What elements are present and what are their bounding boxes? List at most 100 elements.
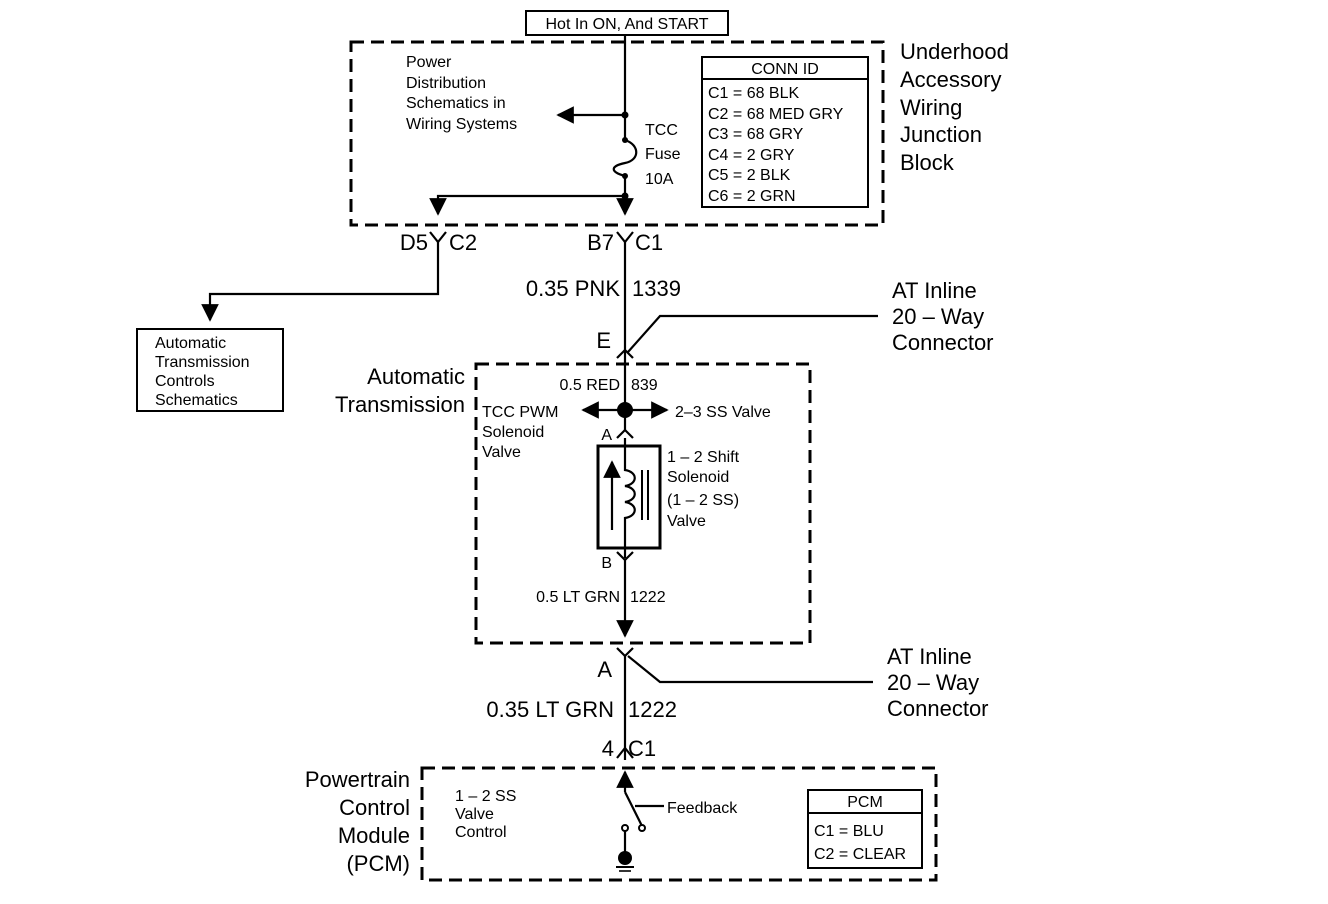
svg-text:C6 = 2 GRN: C6 = 2 GRN <box>708 188 796 205</box>
svg-text:Schematics in: Schematics in <box>406 95 506 112</box>
b7-connector-icon <box>616 231 634 244</box>
svg-text:Power: Power <box>406 54 452 71</box>
svg-text:Junction: Junction <box>900 122 982 147</box>
tcc-pwm-label: TCC PWM Solenoid Valve <box>482 404 558 461</box>
inline-connector-bottom-leader <box>627 655 873 684</box>
transmission-name: Automatic Transmission <box>335 364 465 417</box>
svg-text:20 – Way: 20 – Way <box>887 670 979 695</box>
svg-text:1 – 2 SS: 1 – 2 SS <box>455 788 516 805</box>
svg-text:TCC: TCC <box>645 122 678 139</box>
fuse-terminal-icon <box>622 137 628 143</box>
svg-text:Valve: Valve <box>455 806 494 823</box>
svg-text:Automatic: Automatic <box>155 335 226 352</box>
pcm-name: Powertrain Control Module (PCM) <box>305 767 410 876</box>
solenoid-coil-icon <box>623 438 636 558</box>
solenoid-box <box>596 444 662 550</box>
svg-text:(1 – 2 SS): (1 – 2 SS) <box>667 492 739 509</box>
svg-text:Control: Control <box>339 795 410 820</box>
pcm-outline <box>420 766 938 882</box>
svg-text:Connector: Connector <box>887 696 989 721</box>
svg-text:Block: Block <box>900 150 955 175</box>
ltgrn-outer-circuit: 1222 <box>628 697 677 722</box>
pnk-gauge: 0.35 PNK <box>526 276 620 301</box>
red-circuit: 839 <box>631 377 658 394</box>
svg-text:Valve: Valve <box>667 513 706 530</box>
a-sol-label: A <box>601 427 612 444</box>
svg-text:Solenoid: Solenoid <box>482 424 544 441</box>
svg-text:C2 = 68 MED GRY: C2 = 68 MED GRY <box>708 106 844 123</box>
fuse-terminal-icon <box>622 173 628 179</box>
svg-text:Distribution: Distribution <box>406 75 486 92</box>
svg-text:Connector: Connector <box>892 330 994 355</box>
pcm-table-row: C2 = CLEAR <box>814 846 906 863</box>
ground-icon <box>618 851 632 865</box>
svg-text:C4 = 2 GRY: C4 = 2 GRY <box>708 147 795 164</box>
switch-contact-icon <box>621 824 629 832</box>
b7-label: B7 <box>587 230 614 255</box>
pcm-table <box>807 789 923 869</box>
ats-schematics-label: Automatic Transmission Controls Schemati… <box>155 335 250 409</box>
svg-text:TCC PWM: TCC PWM <box>482 404 558 421</box>
svg-text:AT Inline: AT Inline <box>892 278 977 303</box>
c1-top-label: C1 <box>635 230 663 255</box>
junction-block-outline <box>349 40 885 227</box>
inline-connector-a-icon <box>616 647 634 658</box>
solenoid-label: 1 – 2 Shift Solenoid (1 – 2 SS) Valve <box>667 449 740 530</box>
inline-connector-top-leader <box>627 314 878 353</box>
pcm-table-header: PCM <box>847 794 883 811</box>
d5-label: D5 <box>400 230 428 255</box>
svg-text:1 – 2 Shift: 1 – 2 Shift <box>667 449 740 466</box>
c2-label: C2 <box>449 230 477 255</box>
svg-text:C5 = 2 BLK: C5 = 2 BLK <box>708 167 791 184</box>
feedback-label: Feedback <box>667 800 738 817</box>
conn-id-table <box>701 56 869 208</box>
hot-label: Hot In ON, And START <box>545 16 708 33</box>
hot-label-box <box>525 10 729 36</box>
d5-connector-icon <box>429 231 447 244</box>
svg-text:Schematics: Schematics <box>155 392 238 409</box>
pcm-table-row: C1 = BLU <box>814 823 884 840</box>
svg-text:Wiring Systems: Wiring Systems <box>406 116 517 133</box>
svg-text:Accessory: Accessory <box>900 67 1001 92</box>
ltgrn-outer-gauge: 0.35 LT GRN <box>486 697 614 722</box>
conn-id-header: CONN ID <box>751 61 819 78</box>
svg-text:Solenoid: Solenoid <box>667 469 729 486</box>
fuse-icon <box>612 115 638 205</box>
svg-text:Valve: Valve <box>482 444 521 461</box>
inline-connector-top-label: AT Inline 20 – Way Connector <box>892 278 994 355</box>
power-distribution-ref: Power Distribution Schematics in Wiring … <box>406 54 517 133</box>
junction-block-name: Underhood Accessory Wiring Junction Bloc… <box>900 39 1009 175</box>
svg-text:Controls: Controls <box>155 373 215 390</box>
ats-wire <box>201 242 440 322</box>
fuse-label: TCC Fuse 10A <box>645 122 681 188</box>
svg-text:20 – Way: 20 – Way <box>892 304 984 329</box>
pin4-label: 4 <box>602 736 614 761</box>
transmission-outline <box>474 362 812 645</box>
inline-connector-bottom-label: AT Inline 20 – Way Connector <box>887 644 989 721</box>
switch-contact-icon <box>638 824 646 832</box>
red-gauge: 0.5 RED <box>560 377 620 394</box>
inline-connector-e-icon <box>616 348 634 359</box>
ltgrn-inner-circuit: 1222 <box>630 589 666 606</box>
svg-text:Powertrain: Powertrain <box>305 767 410 792</box>
d5-branch <box>429 194 625 216</box>
svg-text:Control: Control <box>455 824 507 841</box>
svg-text:(PCM): (PCM) <box>346 851 410 876</box>
svg-text:Automatic: Automatic <box>367 364 465 389</box>
svg-text:Transmission: Transmission <box>335 392 465 417</box>
c1-pcm-label: C1 <box>628 736 656 761</box>
svg-text:Underhood: Underhood <box>900 39 1009 64</box>
ltgrn-inner-gauge: 0.5 LT GRN <box>536 589 620 606</box>
pcm-connector-icon <box>616 746 634 759</box>
pcm-control-label: 1 – 2 SS Valve Control <box>455 788 516 841</box>
pcm-switch-icon <box>624 791 643 827</box>
pnk-circuit: 1339 <box>632 276 681 301</box>
ss23-label: 2–3 SS Valve <box>675 404 771 421</box>
e-label: E <box>596 328 611 353</box>
solenoid-a-connector-icon <box>616 428 634 439</box>
a-inline-label: A <box>597 657 612 682</box>
svg-text:C1 = 68 BLK: C1 = 68 BLK <box>708 85 800 102</box>
svg-text:10A: 10A <box>645 171 674 188</box>
b-sol-label: B <box>601 555 612 572</box>
